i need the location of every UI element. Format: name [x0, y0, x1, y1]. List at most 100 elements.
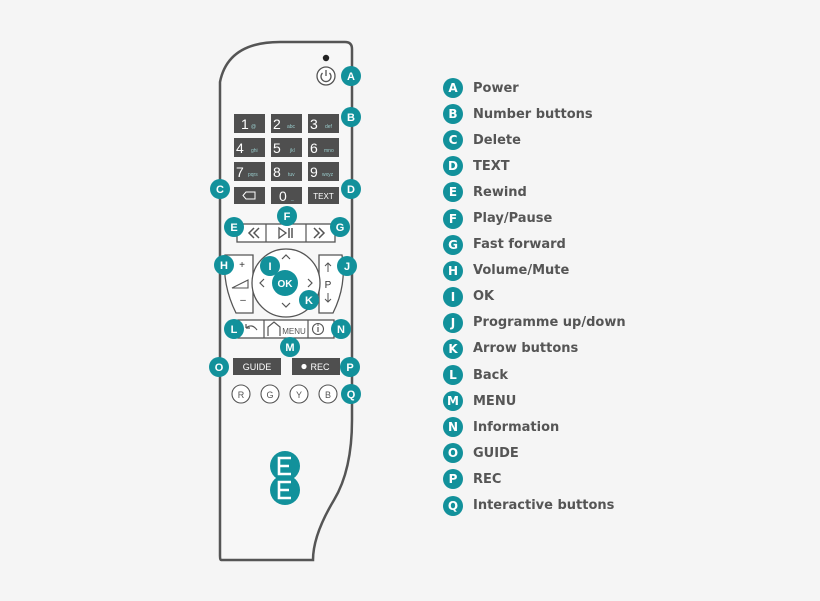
- legend-badge: P: [443, 469, 463, 490]
- callout-m-label: M: [285, 342, 294, 354]
- callout-m: [280, 337, 300, 357]
- arrow-right-icon[interactable]: [307, 278, 313, 288]
- callout-p-label: P: [346, 362, 353, 374]
- callout-i: [260, 256, 280, 276]
- callout-l-label: L: [231, 324, 238, 336]
- arrow-up-icon[interactable]: [281, 254, 291, 260]
- legend-badge: J: [443, 312, 463, 333]
- legend-badge: D: [443, 156, 463, 177]
- yellow-button[interactable]: Y: [289, 384, 309, 404]
- legend-badge: H: [443, 260, 463, 281]
- key-subtext: pqrs: [248, 172, 258, 178]
- key-subtext: abc: [287, 124, 296, 130]
- legend-label: Rewind: [473, 184, 527, 200]
- legend-label: Power: [473, 80, 519, 96]
- key-subtext: @: [251, 124, 256, 130]
- blue-button[interactable]: B: [318, 384, 338, 404]
- key-digit: 6: [310, 140, 318, 156]
- legend-badge: F: [443, 208, 463, 229]
- callout-c-label: C: [216, 184, 224, 196]
- legend-badge: Q: [443, 495, 463, 516]
- key-digit: 5: [273, 140, 281, 156]
- number-key-0[interactable]: 0 _: [271, 187, 302, 204]
- play-pause-button[interactable]: [267, 225, 305, 241]
- blue-label: B: [325, 390, 331, 400]
- backspace-icon: [242, 191, 256, 200]
- programme-rocker[interactable]: [318, 254, 344, 314]
- play-pause-icon: [278, 226, 293, 240]
- key-digit: 3: [310, 116, 318, 132]
- ok-button[interactable]: OK: [272, 270, 298, 296]
- key-digit: 0: [279, 188, 287, 204]
- callout-a: [341, 66, 361, 86]
- number-key-5[interactable]: 5 jkl: [271, 138, 302, 157]
- text-button[interactable]: TEXT: [308, 187, 339, 204]
- key-digit: 8: [273, 164, 281, 180]
- number-key-8[interactable]: 8 tuv: [271, 162, 302, 181]
- delete-button[interactable]: [234, 187, 265, 204]
- callout-c: [210, 179, 230, 199]
- legend-item-volume-mute: H Volume/Mute: [443, 258, 626, 284]
- callout-q: [341, 384, 361, 404]
- legend-label: Information: [473, 419, 560, 435]
- legend-badge: E: [443, 182, 463, 203]
- number-key-2[interactable]: 2 abc: [271, 114, 302, 133]
- back-button[interactable]: [239, 321, 263, 337]
- rec-button[interactable]: REC: [292, 358, 340, 375]
- callout-e-label: E: [230, 222, 237, 234]
- green-button[interactable]: G: [260, 384, 280, 404]
- legend-label: MENU: [473, 393, 517, 409]
- green-label: G: [266, 390, 273, 400]
- callout-f-label: F: [284, 211, 291, 223]
- callout-h: [214, 255, 234, 275]
- legend-label: Delete: [473, 132, 521, 148]
- arrow-down-icon[interactable]: [281, 302, 291, 308]
- guide-label: GUIDE: [243, 362, 272, 372]
- number-key-6[interactable]: 6 mno: [308, 138, 339, 157]
- key-subtext: def: [325, 124, 333, 130]
- legend-label: Volume/Mute: [473, 263, 570, 279]
- number-key-3[interactable]: 3 def: [308, 114, 339, 133]
- callout-e: [224, 217, 244, 237]
- guide-button[interactable]: GUIDE: [233, 358, 281, 375]
- number-key-7[interactable]: 7 pqrs: [234, 162, 265, 181]
- fast-forward-button[interactable]: [307, 225, 334, 241]
- rec-label: REC: [310, 362, 330, 372]
- legend-label: Fast forward: [473, 237, 566, 253]
- ok-label: OK: [278, 279, 294, 290]
- legend-badge: A: [443, 78, 463, 99]
- back-icon: [245, 324, 258, 331]
- callout-b-label: B: [347, 112, 355, 124]
- menu-button[interactable]: MENU: [265, 321, 307, 337]
- info-button[interactable]: [309, 321, 333, 337]
- legend-label: Arrow buttons: [473, 341, 579, 357]
- legend-item-rewind: E Rewind: [443, 179, 626, 205]
- red-button[interactable]: R: [231, 384, 251, 404]
- callout-g-label: G: [336, 222, 345, 234]
- legend-label: REC: [473, 471, 502, 487]
- number-key-9[interactable]: 9 wxyz: [308, 162, 339, 181]
- callout-q-label: Q: [347, 389, 356, 401]
- legend-label: Play/Pause: [473, 211, 553, 227]
- legend-badge: M: [443, 391, 463, 412]
- power-button[interactable]: [316, 66, 336, 86]
- fast-forward-icon: [313, 227, 326, 239]
- callout-o: [209, 357, 229, 377]
- legend-label: Back: [473, 367, 509, 383]
- arrow-left-icon[interactable]: [259, 278, 265, 288]
- key-subtext: jkl: [289, 148, 295, 154]
- key-subtext: ghi: [251, 148, 258, 154]
- number-key-1[interactable]: 1 @: [234, 114, 265, 133]
- rewind-button[interactable]: [238, 225, 265, 241]
- legend-item-back: L Back: [443, 362, 626, 388]
- legend-item-fast-forward: G Fast forward: [443, 232, 626, 258]
- legend-badge: L: [443, 365, 463, 386]
- legend-badge: G: [443, 234, 463, 255]
- legend-badge: N: [443, 417, 463, 438]
- menu-label: MENU: [282, 327, 306, 336]
- number-key-4[interactable]: 4 ghi: [234, 138, 265, 157]
